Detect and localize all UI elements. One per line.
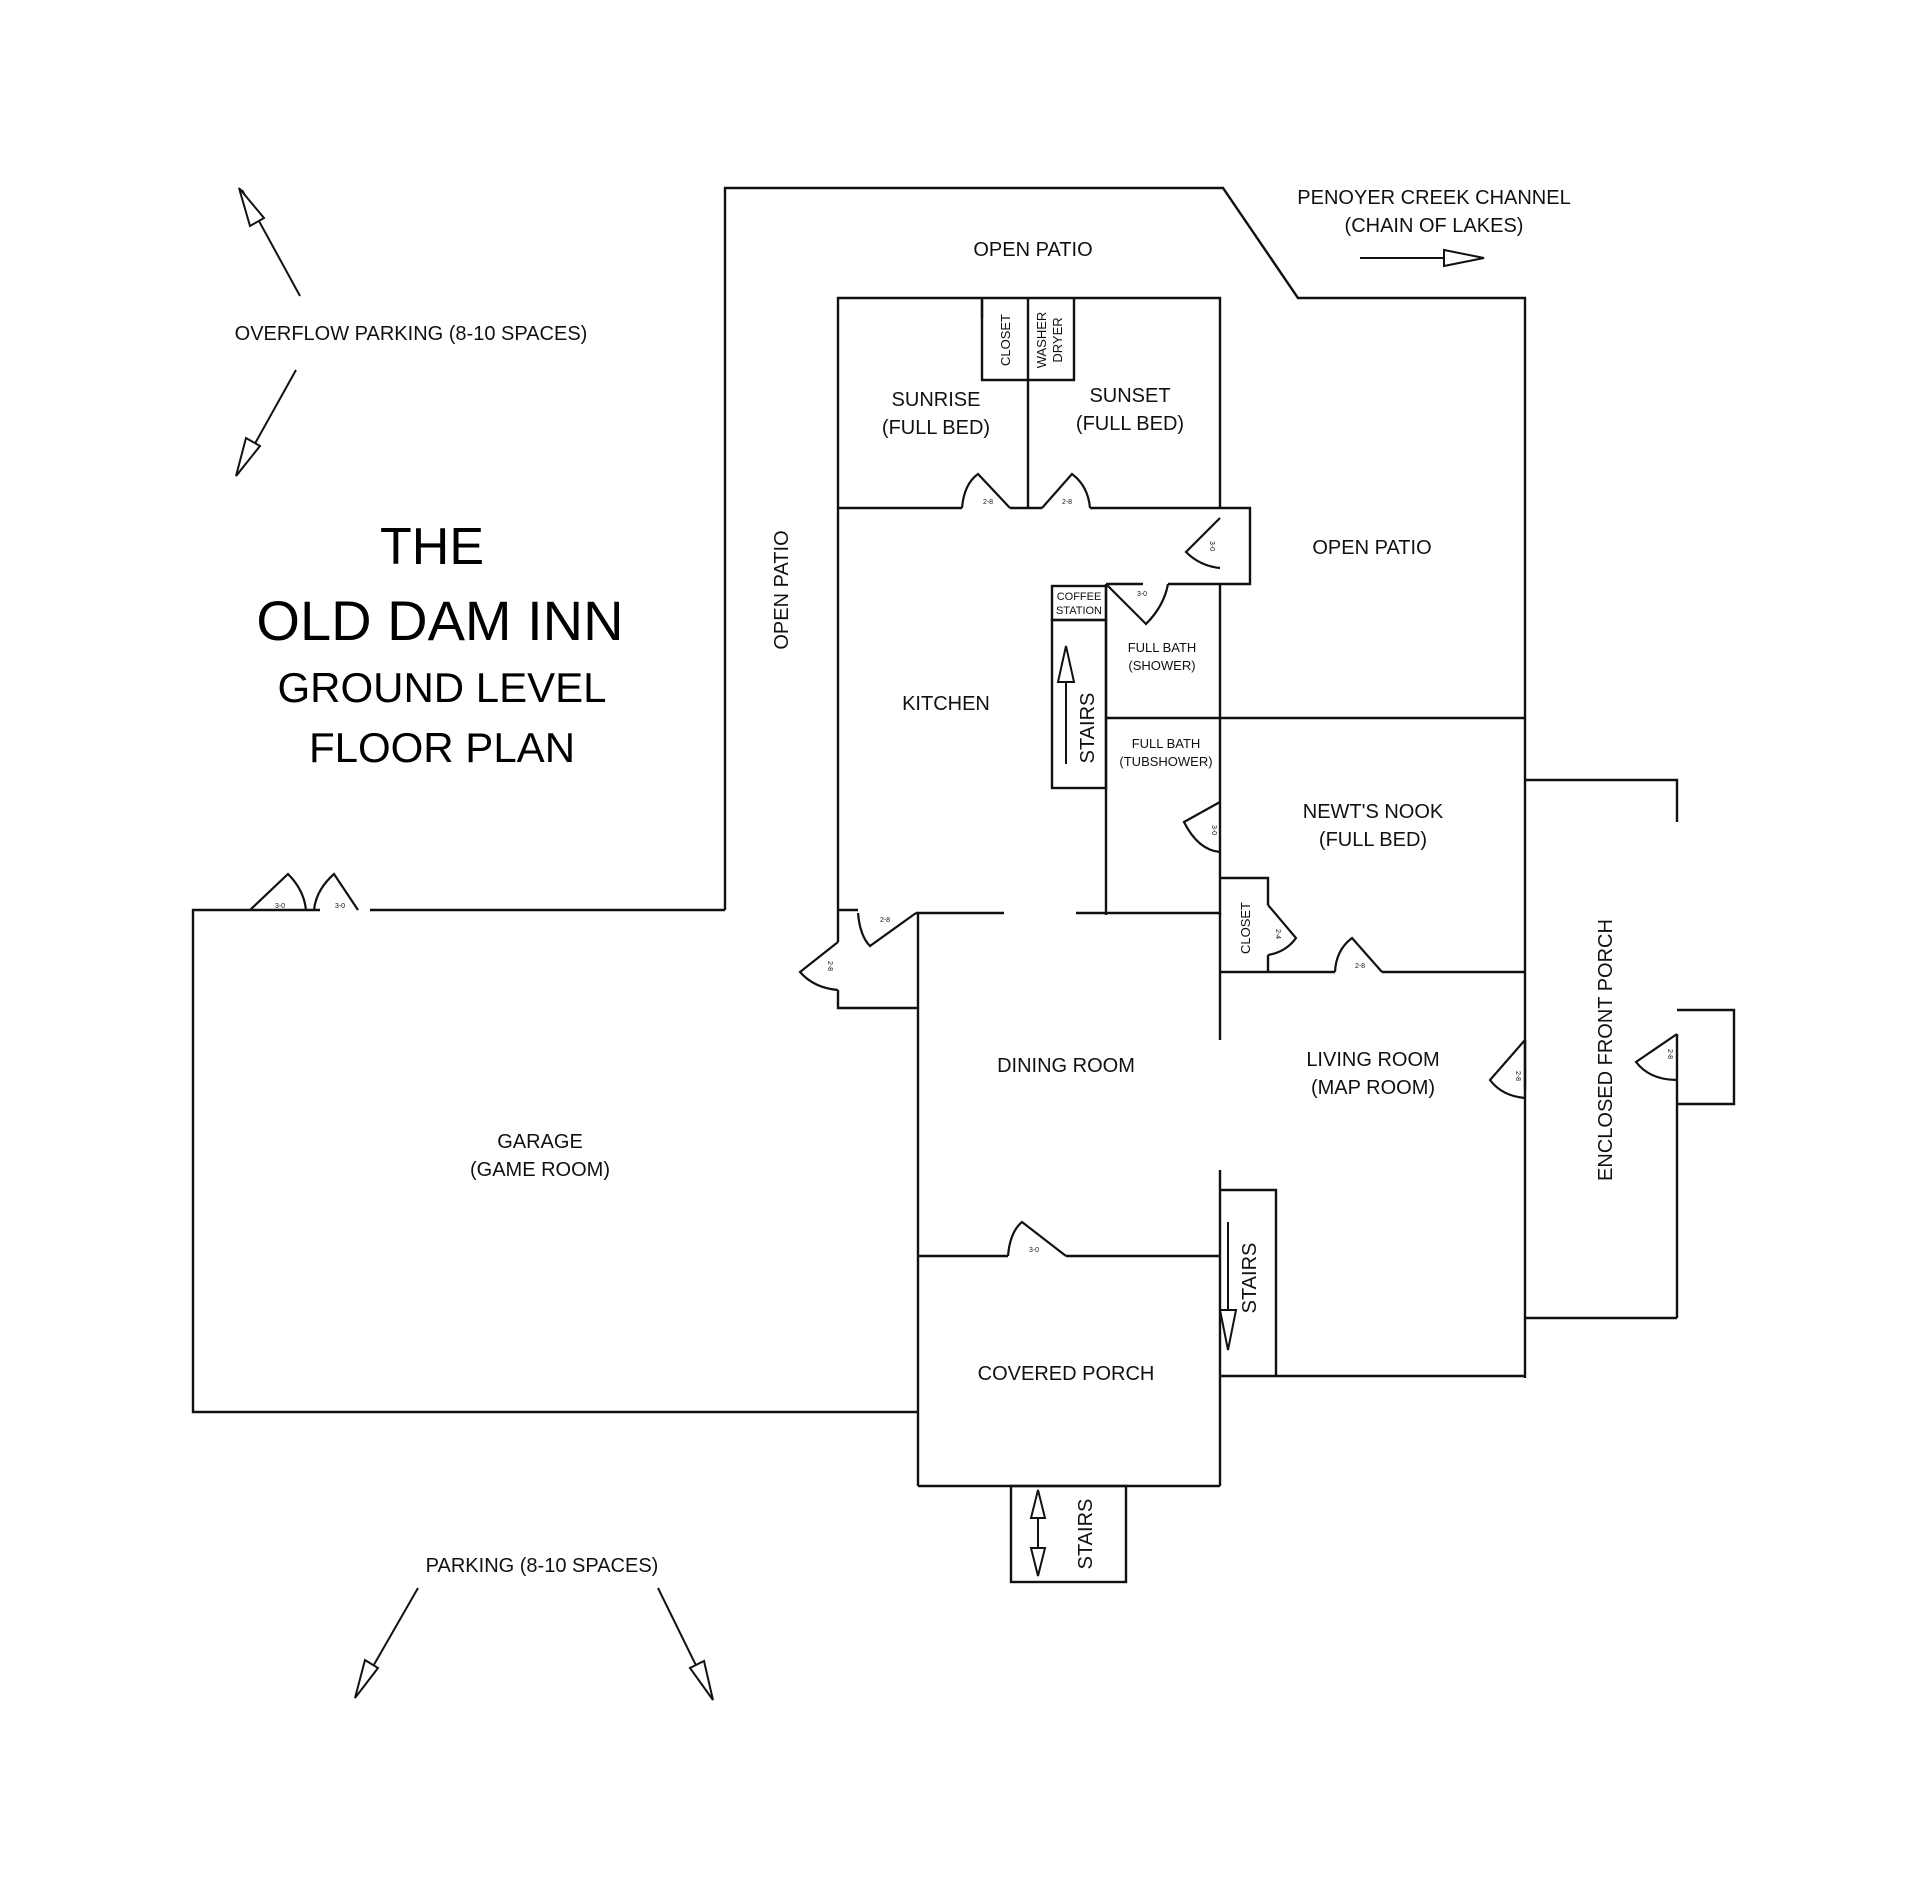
parking-annotation: PARKING (8-10 SPACES)	[354, 1555, 714, 1701]
svg-text:2-8: 2-8	[1062, 499, 1072, 506]
label-closet-top: CLOSET	[998, 314, 1013, 366]
svg-text:2-8: 2-8	[826, 961, 833, 971]
room-garage-sub: (GAME ROOM)	[470, 1159, 610, 1181]
room-dining: DINING ROOM	[997, 1055, 1135, 1077]
overflow-parking-label: OVERFLOW PARKING (8-10 SPACES)	[235, 323, 588, 345]
door-newts-bottom	[1333, 936, 1383, 973]
room-full-bath-shower: FULL BATH	[1128, 640, 1197, 655]
room-sunrise: SUNRISE	[892, 389, 981, 411]
svg-text:2-8: 2-8	[1355, 963, 1365, 970]
arrow-down-icon	[1218, 1309, 1238, 1351]
title-block: THE OLD DAM INN GROUND LEVEL FLOOR PLAN	[256, 518, 623, 771]
room-kitchen: KITCHEN	[902, 693, 990, 715]
door-newts-nook	[1182, 801, 1221, 854]
room-sunset: SUNSET	[1089, 385, 1170, 407]
label-coffee-station-1: COFFEE	[1057, 591, 1102, 603]
svg-text:2-8: 2-8	[1666, 1049, 1673, 1059]
stairs-porch: STAIRS	[1029, 1489, 1097, 1577]
room-sunset-bed: (FULL BED)	[1076, 413, 1184, 435]
door-garage-left	[249, 872, 308, 911]
room-living-sub: (MAP ROOM)	[1311, 1077, 1435, 1099]
stairs-kitchen-label: STAIRS	[1077, 693, 1099, 764]
label-closet-nook: CLOSET	[1238, 902, 1253, 954]
stairs-living: STAIRS	[1218, 1222, 1261, 1351]
door-sunrise	[960, 472, 1011, 509]
room-newts-nook-bed: (FULL BED)	[1319, 829, 1427, 851]
svg-text:3-0: 3-0	[1137, 591, 1147, 598]
door-garage-right	[312, 872, 359, 911]
room-full-bath-tub-sub: (TUBSHOWER)	[1119, 754, 1212, 769]
room-open-patio-top: OPEN PATIO	[973, 239, 1092, 261]
label-washer: WASHER	[1034, 312, 1049, 369]
title-line-3: GROUND LEVEL	[277, 664, 606, 711]
door-sunset	[1041, 472, 1092, 509]
walls	[191, 186, 1736, 1584]
creek-label-line-1: PENOYER CREEK CHANNEL	[1297, 187, 1570, 209]
room-enclosed-front-porch: ENCLOSED FRONT PORCH	[1595, 919, 1617, 1181]
label-dryer: DRYER	[1050, 317, 1065, 362]
door-porch-exterior	[1634, 1033, 1678, 1082]
overflow-parking-annotation: OVERFLOW PARKING (8-10 SPACES)	[235, 187, 588, 477]
creek-annotation: PENOYER CREEK CHANNEL (CHAIN OF LAKES)	[1297, 187, 1571, 268]
door-closet-nook	[1267, 904, 1298, 957]
room-labels: OPEN PATIO OPEN PATIO OPEN PATIO CLOSET …	[470, 239, 1617, 1385]
door-kitchen-bottom	[856, 912, 917, 948]
svg-text:3-0: 3-0	[1208, 541, 1215, 551]
room-newts-nook: NEWT'S NOOK	[1303, 801, 1444, 823]
door-patio-right	[1184, 517, 1221, 570]
title-line-2: OLD DAM INN	[256, 589, 623, 652]
svg-text:2-8: 2-8	[1514, 1071, 1521, 1081]
room-covered-porch: COVERED PORCH	[978, 1363, 1155, 1385]
arrow-right-icon	[1360, 248, 1485, 268]
label-coffee-station-2: STATION	[1056, 605, 1102, 617]
svg-text:3-0: 3-0	[1210, 825, 1217, 835]
arrow-down-left-icon	[354, 1587, 419, 1699]
arrow-down-left-icon	[235, 369, 297, 477]
door-living-porch	[1488, 1039, 1526, 1100]
room-garage: GARAGE	[497, 1131, 583, 1153]
title-line-4: FLOOR PLAN	[309, 724, 575, 771]
doors: 3-0 3-0 2-8 2-8 3-0 3-0 3-0 2-4 2-8 2-8 …	[249, 472, 1678, 1257]
svg-text:2-8: 2-8	[983, 499, 993, 506]
room-sunrise-bed: (FULL BED)	[882, 417, 990, 439]
svg-text:3-0: 3-0	[275, 903, 285, 910]
arrow-down-icon	[1029, 1547, 1047, 1577]
arrow-down-right-icon	[657, 1587, 714, 1701]
arrow-up-icon	[1029, 1489, 1047, 1519]
room-open-patio-right: OPEN PATIO	[1312, 537, 1431, 559]
stairs-kitchen: STAIRS	[1056, 645, 1099, 764]
svg-text:3-0: 3-0	[335, 903, 345, 910]
door-kitchen-side	[798, 941, 839, 992]
door-bath-shower	[1105, 583, 1170, 626]
room-open-patio-left: OPEN PATIO	[771, 530, 793, 649]
stairs-living-label: STAIRS	[1239, 1243, 1261, 1314]
title-line-1: THE	[380, 518, 484, 576]
parking-label: PARKING (8-10 SPACES)	[426, 1555, 659, 1577]
svg-text:2-8: 2-8	[880, 917, 890, 924]
room-full-bath-shower-sub: (SHOWER)	[1128, 658, 1195, 673]
svg-text:3-0: 3-0	[1029, 1247, 1039, 1254]
creek-label-line-2: (CHAIN OF LAKES)	[1345, 215, 1524, 237]
arrow-up-icon	[1056, 645, 1076, 683]
room-full-bath-tub: FULL BATH	[1132, 736, 1201, 751]
room-living: LIVING ROOM	[1306, 1049, 1439, 1071]
arrow-up-left-icon	[238, 187, 301, 297]
door-porch-dining	[1006, 1220, 1067, 1257]
svg-text:2-4: 2-4	[1274, 929, 1281, 939]
stairs-porch-label: STAIRS	[1075, 1499, 1097, 1570]
